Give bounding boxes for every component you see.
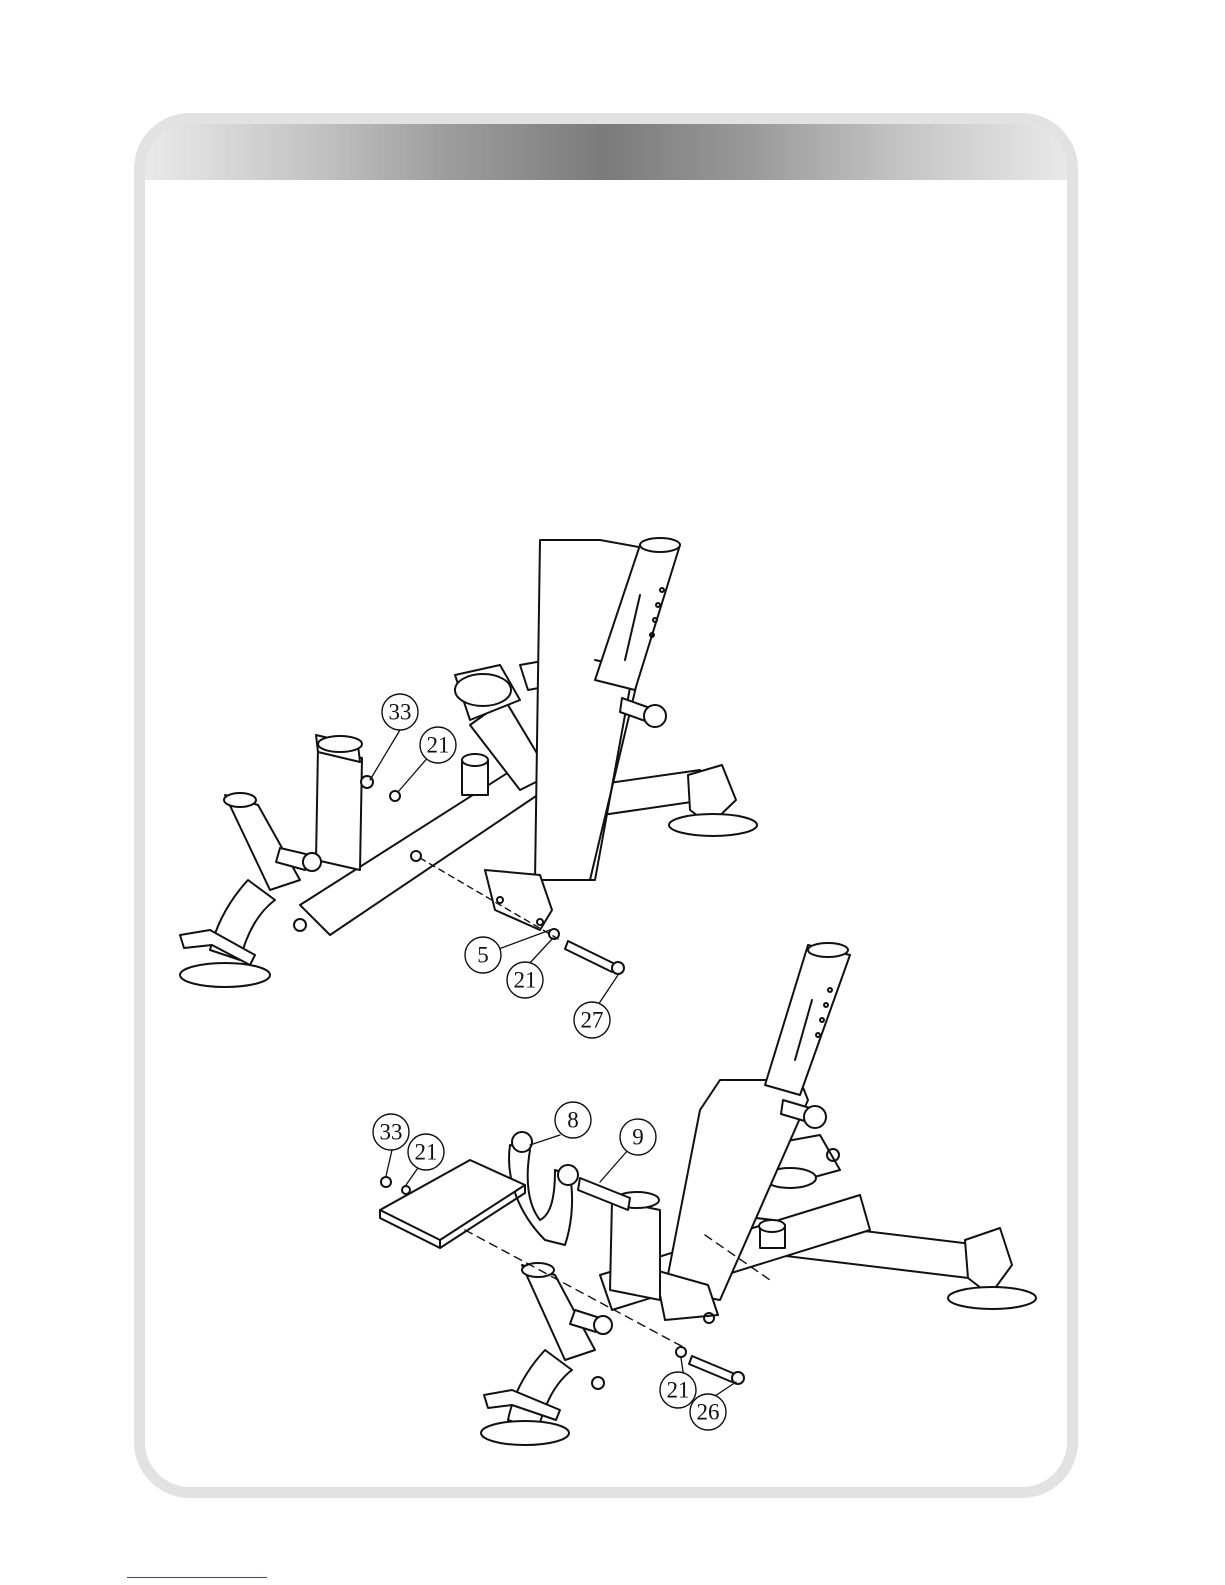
svg-text:8: 8 <box>567 1108 579 1133</box>
callout-21-lower-b: 21 <box>660 1372 696 1408</box>
callout-27-upper: 27 <box>574 1002 610 1038</box>
callout-9-lower: 9 <box>620 1119 656 1155</box>
svg-text:21: 21 <box>427 733 450 758</box>
svg-text:5: 5 <box>477 943 489 968</box>
svg-text:26: 26 <box>697 1400 720 1425</box>
callout-33-upper: 33 <box>382 694 418 730</box>
svg-text:9: 9 <box>632 1125 644 1150</box>
callout-8-lower: 8 <box>555 1102 591 1138</box>
svg-text:33: 33 <box>380 1120 403 1145</box>
svg-text:27: 27 <box>581 1008 604 1033</box>
svg-text:21: 21 <box>667 1378 690 1403</box>
callout-21-upper-a: 21 <box>420 727 456 763</box>
callout-26-lower: 26 <box>690 1394 726 1430</box>
callout-21-upper-b: 21 <box>507 962 543 998</box>
footer-link-underline[interactable] <box>127 1577 267 1578</box>
upper-frame-assembly <box>180 538 757 987</box>
callout-5-upper: 5 <box>465 937 501 973</box>
callout-21-lower-a: 21 <box>408 1134 444 1170</box>
svg-text:21: 21 <box>514 968 537 993</box>
callout-33-lower: 33 <box>373 1114 409 1150</box>
svg-text:21: 21 <box>415 1140 438 1165</box>
lower-frame-assembly <box>380 943 1036 1445</box>
svg-text:33: 33 <box>389 700 412 725</box>
